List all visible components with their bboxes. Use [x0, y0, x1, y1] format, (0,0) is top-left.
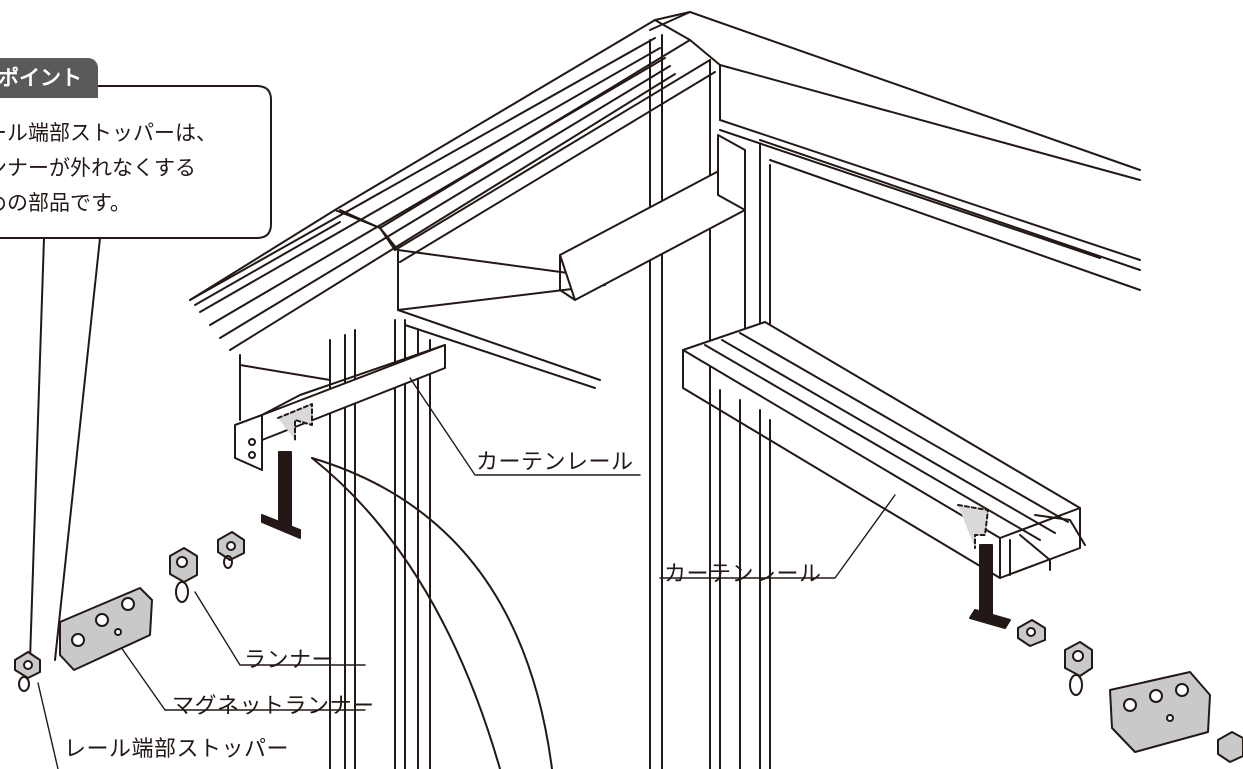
label-magnet-runner: マグネットランナー: [172, 694, 375, 719]
callout-line: めの部品です。: [0, 191, 131, 215]
callout-line: ール端部ストッパーは、: [0, 121, 217, 145]
point-badge: ポイント: [0, 58, 98, 98]
left-curtain-rail: [234, 344, 446, 539]
right-curtain-rail: [682, 321, 1086, 629]
label-rail-end-stopper: レール端部ストッパー: [64, 737, 290, 762]
point-badge-label: ポイント: [0, 66, 82, 90]
label-runner: ランナー: [244, 648, 335, 673]
callout-note: ール端部ストッパーは、 ンナーが外れなくする めの部品です。: [0, 116, 217, 221]
parts-left: [14, 531, 245, 692]
curtain-sweep: [311, 457, 553, 769]
label-curtain-rail-left: カーテンレール: [476, 450, 634, 475]
callout-bubble: [0, 85, 272, 661]
leader-lines: [37, 377, 896, 769]
label-curtain-rail-right: カーテンレール: [664, 562, 822, 587]
upper-frame: [189, 11, 1141, 351]
right-posts: [649, 34, 771, 769]
callout-line: ンナーが外れなくする: [0, 156, 196, 180]
middle-rail: [559, 134, 746, 301]
parts-right: [1017, 619, 1243, 763]
